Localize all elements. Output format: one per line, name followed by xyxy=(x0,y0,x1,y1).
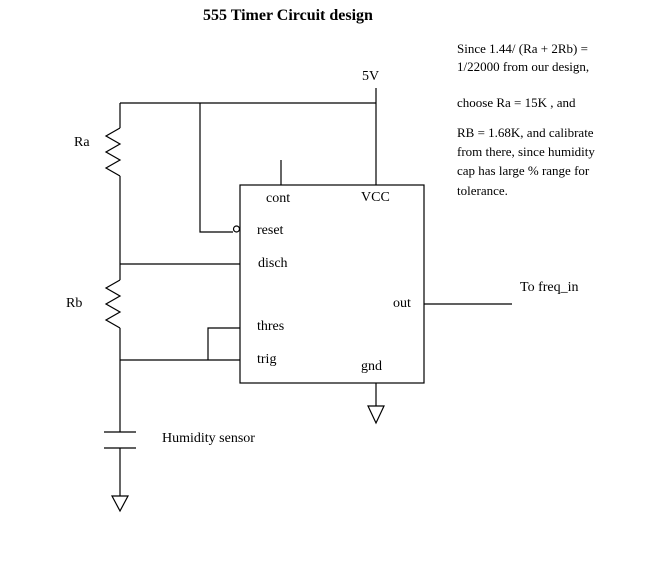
pin-label-gnd: gnd xyxy=(361,359,382,374)
pin-label-trig: trig xyxy=(257,352,277,367)
humidity-sensor-label: Humidity sensor xyxy=(162,431,255,446)
ra-label: Ra xyxy=(74,135,90,150)
reset-wire xyxy=(199,103,233,233)
resistor-rb-icon xyxy=(104,279,122,329)
sensor-ground-icon xyxy=(111,495,129,513)
rb-label: Rb xyxy=(66,296,83,311)
supply-label: 5V xyxy=(362,69,380,84)
note-line: from there, since humidity xyxy=(457,144,595,159)
note-line: RB = 1.68K, and calibrate xyxy=(457,125,594,140)
pin-label-disch: disch xyxy=(258,256,288,271)
reset-inverter-bubble-icon xyxy=(232,225,241,233)
pin-label-cont: cont xyxy=(266,191,291,206)
note-line: cap has large % range for xyxy=(457,163,590,178)
chip-ground-icon xyxy=(367,405,385,425)
timer-555-chip xyxy=(239,184,425,384)
output-label: To freq_in xyxy=(520,280,579,295)
note-line: Since 1.44/ (Ra + 2Rb) = xyxy=(457,41,588,56)
pin-label-reset: reset xyxy=(257,223,284,238)
pin-label-vcc: VCC xyxy=(361,190,390,205)
pin-label-thres: thres xyxy=(257,319,285,334)
note-line: 1/22000 from our design, xyxy=(457,59,590,74)
pin-label-out: out xyxy=(393,296,411,311)
note-line: tolerance. xyxy=(457,183,508,198)
thres-wire xyxy=(207,327,240,360)
resistor-ra-icon xyxy=(104,127,122,177)
page-title: 555 Timer Circuit design xyxy=(203,7,373,24)
note-line: choose Ra = 15K , and xyxy=(457,95,576,110)
